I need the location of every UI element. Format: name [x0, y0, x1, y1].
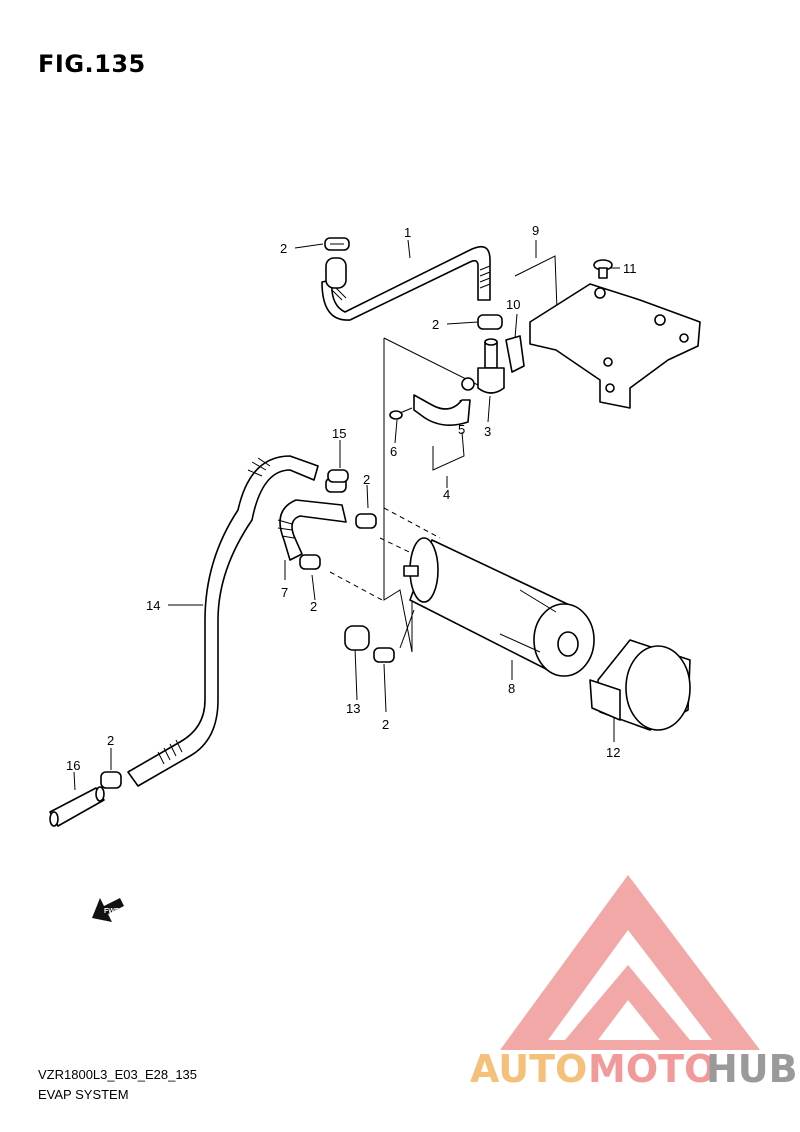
callout-9: 9 — [532, 223, 539, 238]
clamp-2-bottom-left — [100, 771, 122, 789]
callout-13: 13 — [346, 701, 360, 716]
part-10-plate — [505, 335, 525, 373]
callout-10: 10 — [506, 297, 520, 312]
part-1-hose — [321, 245, 491, 321]
clamp-2-middle-c — [299, 554, 321, 570]
leader-lines — [73, 239, 620, 791]
part-6-screw — [389, 407, 413, 420]
part-13-hose-short — [344, 625, 370, 651]
callout-2: 2 — [107, 733, 114, 748]
callout-7: 7 — [281, 585, 288, 600]
figure-title: FIG.135 — [38, 50, 146, 78]
part-12-cover — [589, 639, 691, 731]
part-9-bracket — [529, 283, 701, 409]
callout-3: 3 — [484, 424, 491, 439]
callout-4: 4 — [443, 487, 450, 502]
fwd-label: FWD — [104, 908, 120, 915]
watermark-logo — [500, 875, 760, 1050]
callout-2: 2 — [280, 241, 287, 256]
part-8-canister — [403, 537, 595, 677]
clamp-2-top — [324, 237, 350, 251]
callout-16: 16 — [66, 758, 80, 773]
callout-2: 2 — [310, 599, 317, 614]
callout-2: 2 — [432, 317, 439, 332]
part-3-valve — [477, 338, 505, 394]
callout-11: 11 — [623, 261, 637, 276]
watermark-hub: HUB — [706, 1047, 798, 1091]
clamp-2-upper-right — [477, 314, 503, 330]
section-name: EVAP SYSTEM — [38, 1087, 129, 1102]
clamp-2-lower — [373, 647, 395, 663]
watermark-moto: MOTO — [588, 1047, 716, 1091]
clamp-15 — [327, 469, 349, 483]
watermark-text: AUTO MOTO HUB — [470, 1047, 798, 1091]
part-5-clamp — [413, 377, 475, 426]
part-11-bolt — [593, 259, 613, 279]
callout-2: 2 — [382, 717, 389, 732]
fwd-arrow-icon: FWD — [92, 898, 124, 922]
callout-6: 6 — [390, 444, 397, 459]
model-code: VZR1800L3_E03_E28_135 — [38, 1067, 198, 1082]
part-7-hose — [277, 499, 347, 561]
callout-12: 12 — [606, 745, 620, 760]
callout-5: 5 — [458, 422, 465, 437]
callout-14: 14 — [146, 598, 160, 613]
watermark-auto: AUTO — [470, 1047, 587, 1091]
part-14-hose — [127, 455, 319, 787]
callout-15: 15 — [332, 426, 346, 441]
callout-8: 8 — [508, 681, 515, 696]
clamp-2-middle-b — [355, 513, 377, 529]
callout-2: 2 — [363, 472, 370, 487]
callout-1: 1 — [404, 225, 411, 240]
part-16-fitting — [49, 786, 105, 827]
